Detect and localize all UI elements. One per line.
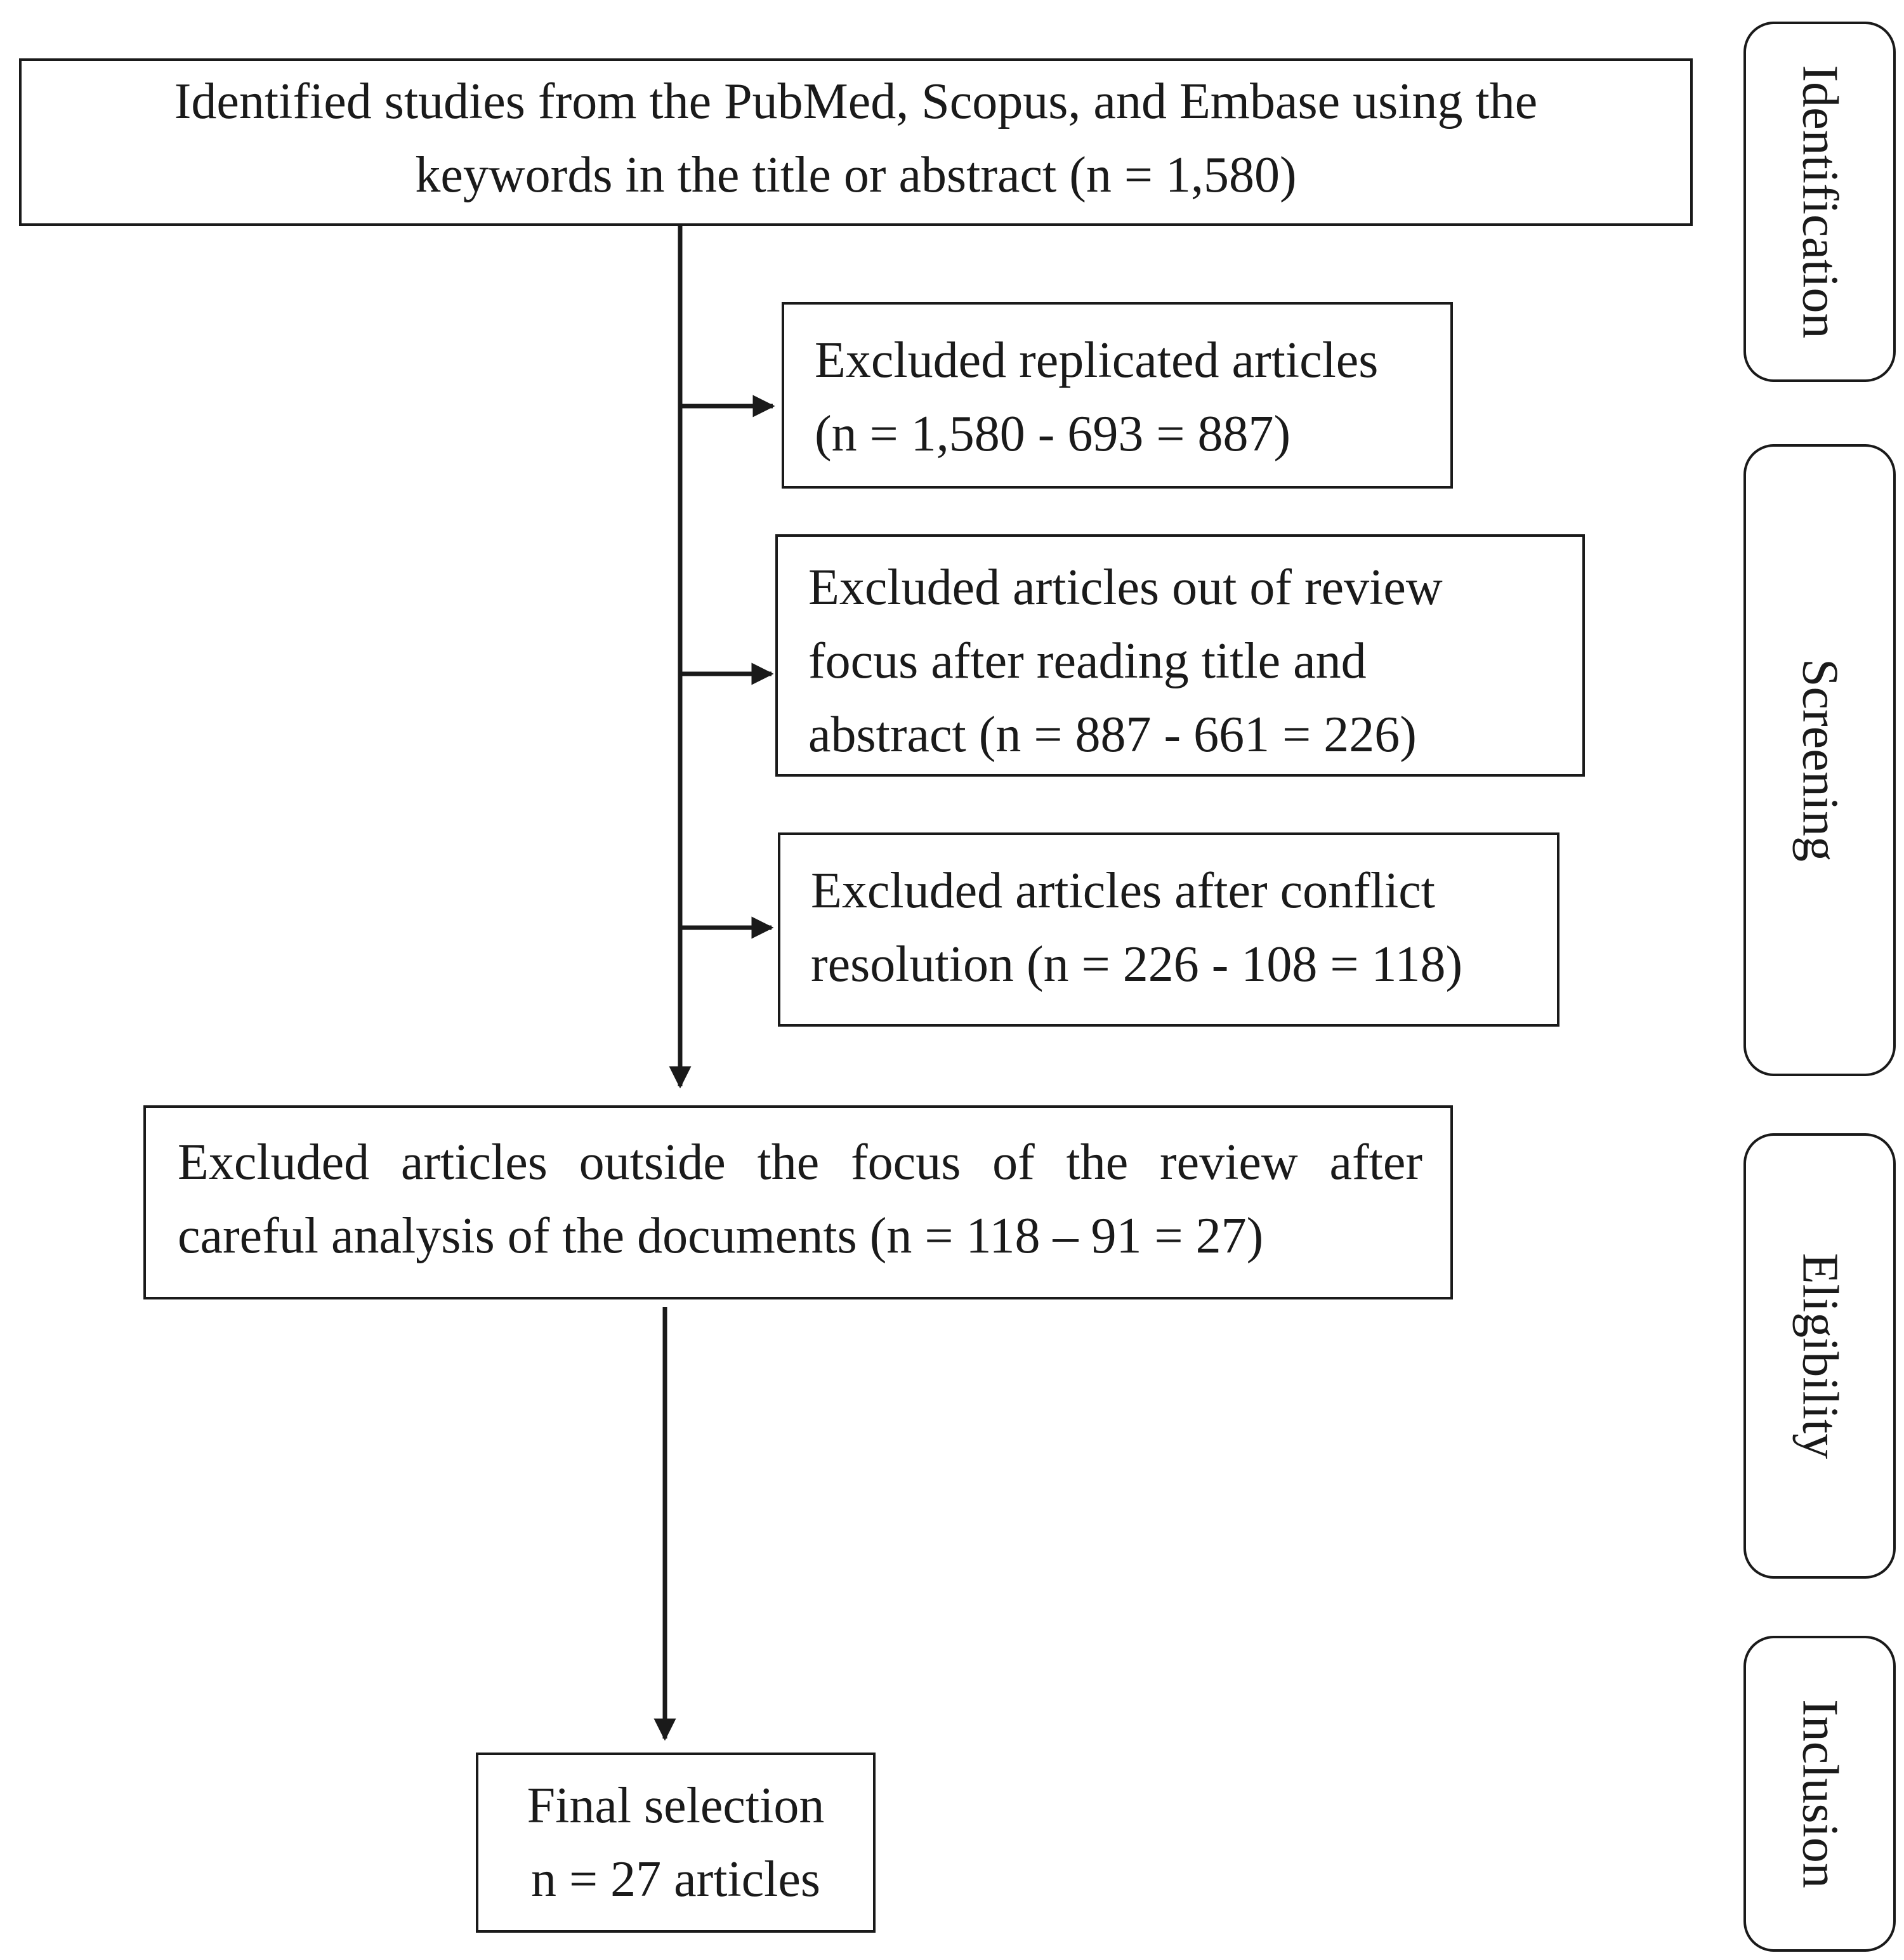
excluded-out-of-focus-line-1: Excluded articles out of review xyxy=(808,560,1443,615)
stage-identification-label: Identification xyxy=(1792,65,1848,339)
identified-studies-line-2: keywords in the title or abstract (n = 1… xyxy=(415,147,1297,203)
stage-screening-label: Screening xyxy=(1792,659,1848,862)
excluded-replicated-line-2: (n = 1,580 - 693 = 887) xyxy=(815,406,1291,462)
excluded-outside-focus-line-1: Excluded articles outside the focus of t… xyxy=(178,1135,1422,1190)
stage-identification: Identification xyxy=(1743,22,1896,382)
excluded-outside-focus-box: Excluded articles outside the focus of t… xyxy=(143,1105,1453,1299)
final-selection-box: Final selection n = 27 articles xyxy=(476,1753,876,1933)
final-selection-line-1: Final selection xyxy=(527,1778,825,1834)
excluded-out-of-focus-line-2: focus after reading title and xyxy=(808,633,1367,689)
excluded-replicated-box: Excluded replicated articles (n = 1,580 … xyxy=(782,302,1453,489)
stage-eligibility: Eligibility xyxy=(1743,1133,1896,1579)
excluded-conflict-line-1: Excluded articles after conflict xyxy=(811,863,1435,919)
excluded-out-of-focus-box: Excluded articles out of review focus af… xyxy=(775,534,1585,777)
stage-inclusion: Inclusion xyxy=(1743,1636,1896,1952)
excluded-conflict-box: Excluded articles after conflict resolut… xyxy=(778,832,1559,1027)
excluded-replicated-line-1: Excluded replicated articles xyxy=(815,332,1379,388)
identified-studies-box: Identified studies from the PubMed, Scop… xyxy=(19,58,1693,226)
stage-screening: Screening xyxy=(1743,444,1896,1076)
identified-studies-line-1: Identified studies from the PubMed, Scop… xyxy=(174,74,1538,129)
stage-eligibility-label: Eligibility xyxy=(1792,1253,1848,1459)
excluded-out-of-focus-line-3: abstract (n = 887 - 661 = 226) xyxy=(808,707,1417,763)
stage-inclusion-label: Inclusion xyxy=(1792,1699,1848,1888)
excluded-outside-focus-line-2: careful analysis of the documents (n = 1… xyxy=(178,1208,1264,1264)
final-selection-line-2: n = 27 articles xyxy=(530,1851,821,1907)
excluded-conflict-line-2: resolution (n = 226 - 108 = 118) xyxy=(811,937,1463,992)
